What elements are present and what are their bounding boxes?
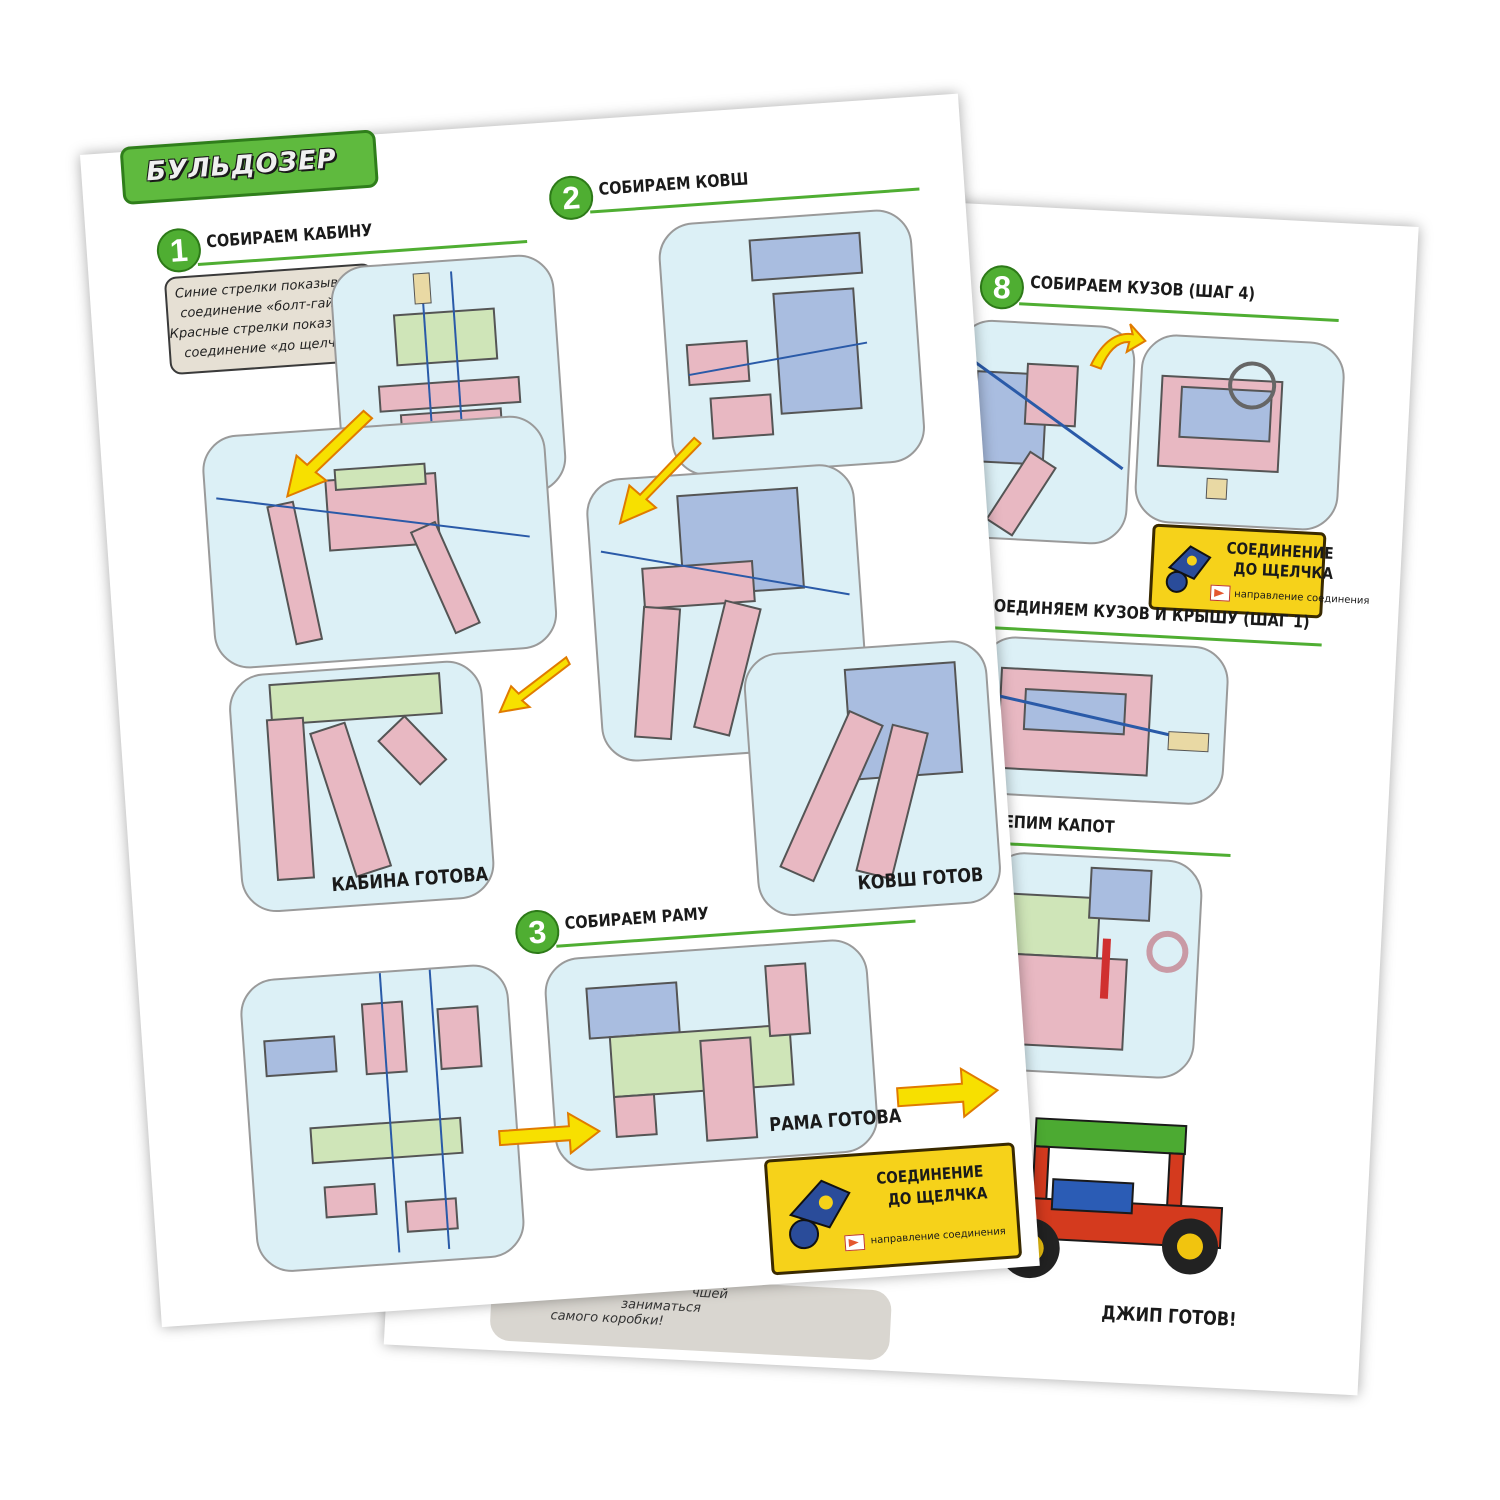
step-3-number: 3 [513, 908, 561, 956]
step-3-panel-a [238, 962, 527, 1275]
arrow-2-icon [498, 655, 571, 714]
step-2-panel-c [741, 638, 1004, 919]
snap-connector-icon [1165, 545, 1212, 593]
legend-box-back: СОЕДИНЕНИЕ ДО ЩЕЛЧКА направление соедине… [1148, 523, 1370, 619]
step-8-line [1019, 302, 1339, 322]
curved-arrow-icon [1089, 323, 1147, 370]
step-3-title: СОБИРАЕМ РАМУ [564, 904, 710, 935]
legend-box-front: СОЕДИНЕНИЕ ДО ЩЕЛЧКА направление соедине… [763, 1142, 1023, 1276]
step-2-title: СОБИРАЕМ КОВШ [598, 169, 750, 200]
step-8-panel-b [1132, 332, 1347, 533]
direction-arrow-icon [1209, 584, 1231, 602]
step-10-title: ЛЕПИМ КАПОТ [991, 811, 1116, 838]
arrow-1-icon [285, 409, 374, 499]
legend-line2-back: ДО ЩЕЛЧКА [1233, 558, 1334, 584]
arrow-3-icon [618, 436, 703, 525]
jeep-ready-caption: ДЖИП ГОТОВ! [1100, 1301, 1238, 1331]
direction-arrow-icon [844, 1233, 866, 1252]
arrow-4-icon [498, 1111, 602, 1156]
step-10-panel [978, 850, 1205, 1081]
step-8-panel-a [946, 318, 1138, 547]
step-2-header: 2 СОБИРАЕМ КОВШ [547, 151, 930, 222]
legend-sub-front: направление соединения [870, 1226, 1007, 1247]
step-8-title: СОБИРАЕМ КУЗОВ (ШАГ 4) [1029, 272, 1256, 305]
step-1-title: СОБИРАЕМ КАБИНУ [205, 220, 374, 253]
page-title: БУЛЬДОЗЕР [145, 144, 338, 188]
step-3-panel-b [542, 937, 881, 1174]
step-8-header: 8 СОБИРАЕМ КУЗОВ (ШАГ 4) [978, 264, 1341, 323]
step-2-number: 2 [547, 174, 595, 222]
back-sheet: 8 СОБИРАЕМ КУЗОВ (ШАГ 4) СОЕДИНЕНИЕ ДО Щ… [383, 176, 1419, 1396]
step-2-panel-a [656, 207, 928, 479]
step-2-panel-b [583, 461, 873, 764]
step-1-panel-c [226, 658, 497, 915]
step-1-panel-b [199, 413, 560, 671]
title-tag: БУЛЬДОЗЕР [119, 129, 379, 206]
step-9-panel [973, 634, 1231, 807]
legend-line2-front: ДО ЩЕЛЧКА [887, 1183, 988, 1210]
snap-connector-icon [788, 1179, 851, 1250]
step-1-number: 1 [155, 226, 203, 274]
front-sheet: БУЛЬДОЗЕР 1 СОБИРАЕМ КАБИНУ Синие стрелк… [80, 93, 1040, 1328]
arrow-5-icon [896, 1066, 1000, 1119]
